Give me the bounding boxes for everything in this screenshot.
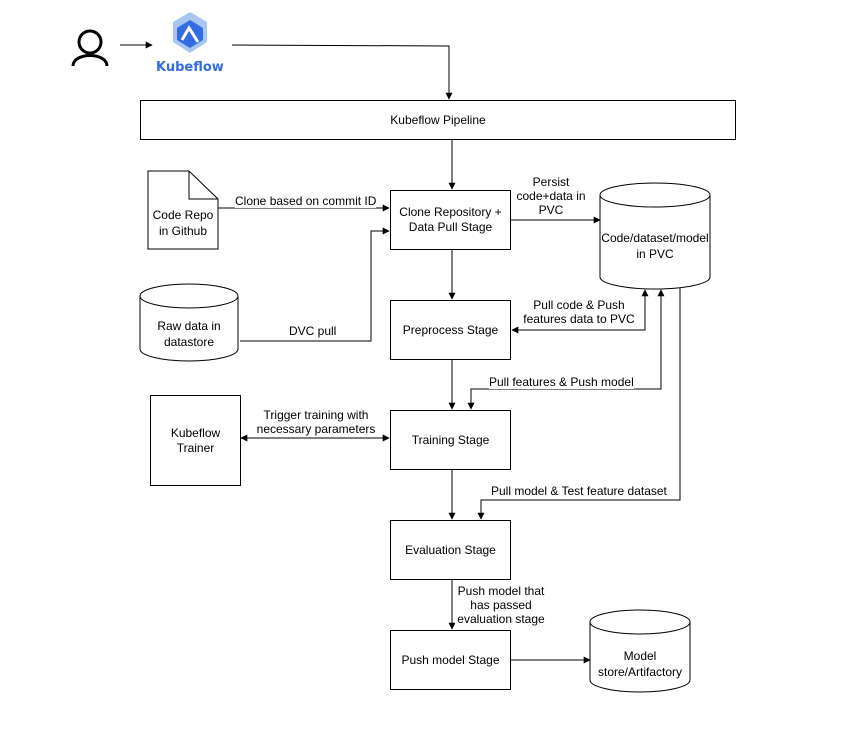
evaluation-stage-label: Evaluation Stage xyxy=(405,542,496,557)
clone-stage-box: Clone Repository + Data Pull Stage xyxy=(390,190,511,250)
edge-pvc-evaluation xyxy=(477,288,681,520)
push-model-stage-label: Push model Stage xyxy=(401,652,500,667)
edge-pvc-training xyxy=(467,289,665,410)
pvc-store-label: Code/dataset/model in PVC xyxy=(601,231,709,261)
edge-label-persist: Persist code+data in PVC xyxy=(516,175,586,217)
edge-label-push-passed: Push model that has passed evaluation st… xyxy=(455,584,547,626)
kubeflow-logo-text: Kubeflow xyxy=(156,60,224,75)
code-repo-label: Code Repo in Github xyxy=(152,208,214,238)
training-stage-label: Training Stage xyxy=(411,432,490,447)
edge-label-trigger-training: Trigger training with necessary paramete… xyxy=(254,408,378,436)
clone-stage-label: Clone Repository + Data Pull Stage xyxy=(399,205,502,234)
edge-label-pull-model-test: Pull model & Test feature dataset xyxy=(491,484,667,498)
raw-data-cylinder xyxy=(139,283,239,362)
edge-logo-pipeline xyxy=(231,44,453,100)
edge-label-pull-code-push: Pull code & Push features data to PVC xyxy=(517,298,641,326)
raw-data-label: Raw data in datastore xyxy=(157,319,221,349)
kubeflow-pipeline-box: Kubeflow Pipeline xyxy=(140,100,736,140)
model-store-label: Model store/Artifactory xyxy=(597,649,683,679)
preprocess-stage-box: Preprocess Stage xyxy=(390,300,511,360)
kubeflow-trainer-box: Kubeflow Trainer xyxy=(150,395,241,486)
code-repo-document xyxy=(147,170,219,250)
edge-label-pull-features: Pull features & Push model xyxy=(489,375,634,389)
preprocess-stage-label: Preprocess Stage xyxy=(402,322,499,337)
model-store-cylinder xyxy=(589,609,691,693)
kubeflow-trainer-label: Kubeflow Trainer xyxy=(170,425,221,455)
user-icon xyxy=(71,29,109,67)
pvc-cylinder xyxy=(599,182,711,290)
edge-label-dvc-pull: DVC pull xyxy=(289,324,337,338)
training-stage-box: Training Stage xyxy=(390,410,511,470)
kubeflow-pipeline-label: Kubeflow Pipeline xyxy=(390,112,486,127)
push-model-stage-box: Push model Stage xyxy=(390,630,511,690)
edge-raw-clone xyxy=(240,227,390,342)
edge-label-clone-commit: Clone based on commit ID xyxy=(235,194,377,208)
kubeflow-logo-icon xyxy=(173,12,207,53)
evaluation-stage-box: Evaluation Stage xyxy=(390,520,511,580)
